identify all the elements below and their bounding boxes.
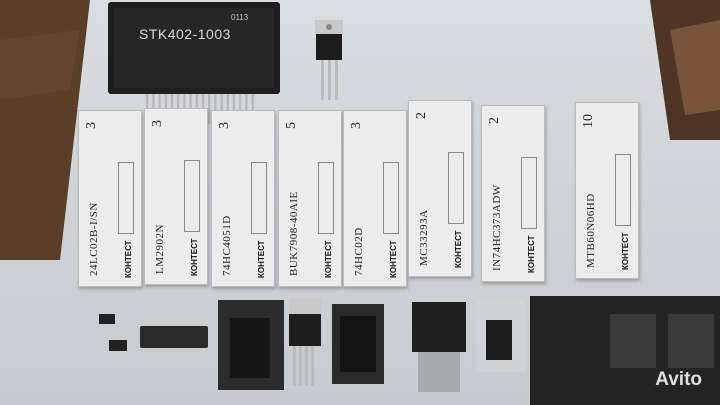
dip14-chip: [140, 326, 208, 348]
stk-pin: [214, 94, 217, 124]
label-table: [615, 153, 631, 226]
wood-table-left: [0, 0, 90, 260]
part-label-qty: 2: [487, 116, 502, 124]
part-label-name: 74HC4051D: [221, 214, 233, 276]
label-logo: КОНТЕСТ: [527, 234, 536, 273]
part-label-qty: 10: [581, 113, 596, 128]
wood-table-right: [650, 0, 720, 140]
to220-5pin-chip: [289, 298, 321, 386]
part-label-qty: 3: [217, 121, 232, 129]
avito-watermark: Avito: [655, 369, 702, 390]
label-table: [318, 161, 334, 234]
part-label-name: BUK7908-40AIE: [288, 190, 300, 276]
multiwatt-chip: [412, 302, 466, 392]
label-table: [118, 161, 134, 234]
label-logo: КОНТЕСТ: [454, 229, 463, 268]
soic20-chip-bag: [476, 300, 526, 372]
stk-pin: [220, 94, 223, 124]
label-logo: КОНТЕСТ: [124, 239, 133, 278]
label-table: [521, 156, 537, 229]
label-table: [184, 159, 200, 232]
part-label-name: LM2902N: [154, 223, 166, 274]
stk-pin: [232, 94, 236, 124]
soic8-chips: [99, 314, 127, 351]
label-table: [383, 161, 399, 234]
part-label-name: 24LC02B-I/SN: [88, 201, 100, 276]
part-label-name: MC33293A: [418, 208, 430, 266]
to220-transistor-top: [315, 20, 343, 100]
stk-pin: [245, 94, 248, 124]
label-logo: КОНТЕСТ: [324, 239, 333, 278]
stk-pin: [208, 94, 211, 124]
stk-module-code: 0113: [231, 13, 249, 22]
label-logo: КОНТЕСТ: [190, 237, 199, 276]
part-label-qty: 3: [84, 121, 99, 129]
part-label-name: MTB60N06HD: [585, 192, 597, 268]
part-label-qty: 2: [414, 111, 429, 119]
stk-pin: [226, 94, 229, 124]
label-table: [448, 151, 464, 224]
part-label-qty: 3: [150, 119, 165, 127]
part-label-name: 74HC02D: [353, 226, 365, 276]
part-label-qty: 5: [284, 121, 299, 129]
label-logo: КОНТЕСТ: [257, 239, 266, 278]
part-label-qty: 3: [349, 121, 364, 129]
stk-module-marking: STK402-1003: [139, 26, 231, 42]
label-logo: КОНТЕСТ: [621, 231, 630, 270]
d2pak-tape-reel: [530, 296, 720, 405]
stk-pin: [239, 94, 242, 124]
soic14-chip-in-tube: [332, 304, 384, 384]
label-logo: КОНТЕСТ: [389, 239, 398, 278]
part-label-name: IN74HC373ADW: [491, 183, 503, 271]
stk-pin: [251, 94, 254, 124]
label-table: [251, 161, 267, 234]
soic16-chip-in-tube: [218, 300, 284, 390]
